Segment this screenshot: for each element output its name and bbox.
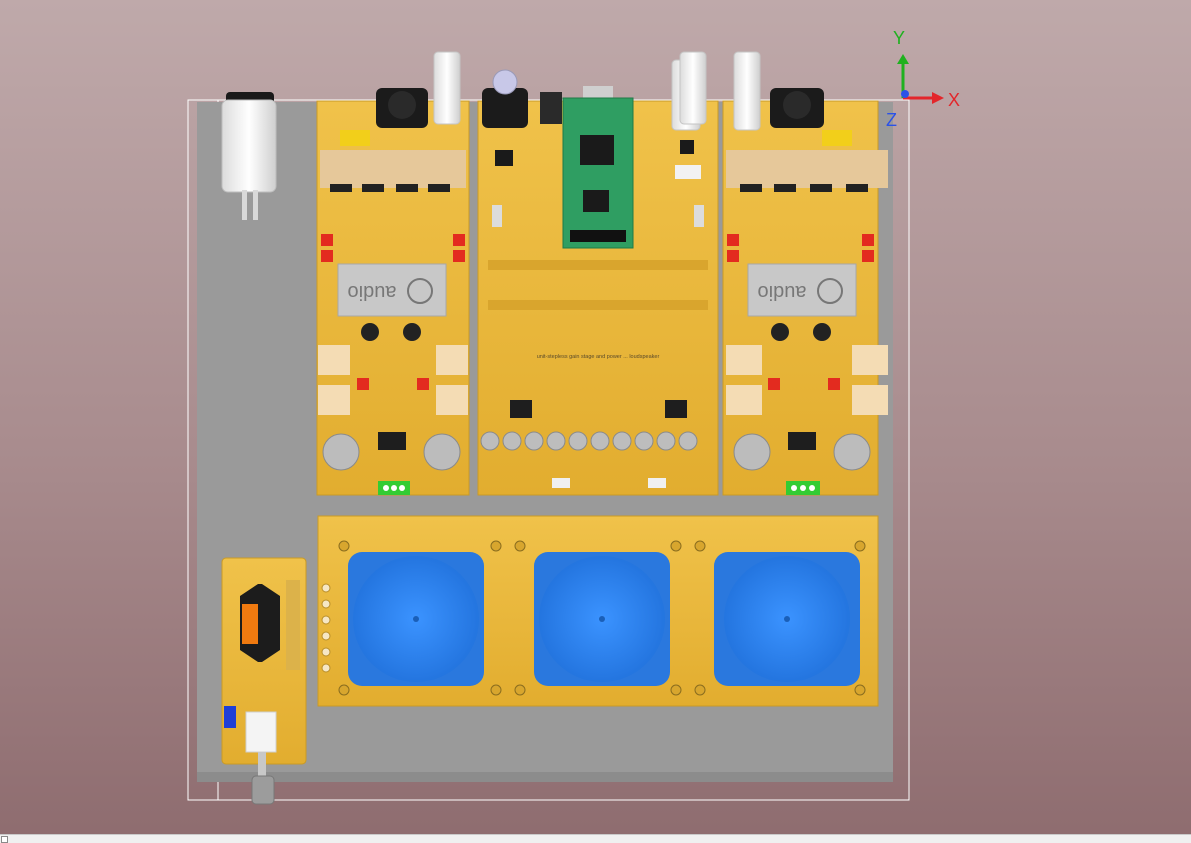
transformer-pad-column	[321, 583, 331, 673]
center-board-label: unit-stepless gain stage and power ... l…	[537, 354, 660, 360]
toroidal-transformer-2[interactable]	[534, 552, 670, 686]
logo-text-left: audio	[348, 281, 397, 303]
pcb-right-amp[interactable]: audio	[679, 51, 888, 496]
dsp-module[interactable]	[562, 97, 634, 249]
iec-inlet[interactable]	[221, 92, 277, 220]
axis-triad: Y X Z	[886, 28, 960, 130]
pcb-transformer-board[interactable]	[317, 515, 879, 707]
toroidal-transformer-1[interactable]	[348, 552, 484, 686]
mounting-holes	[338, 540, 866, 696]
chassis-shadow	[197, 772, 893, 782]
axis-label-x: X	[948, 90, 960, 110]
pcb-center-control[interactable]: unit-stepless gain stage and power ... l…	[477, 59, 719, 496]
logo-text-right: audio	[758, 281, 807, 303]
capacitor-row	[480, 431, 698, 451]
pcb-power-entry[interactable]	[221, 557, 307, 805]
axis-label-z: Z	[886, 110, 897, 130]
pcb-left-amp[interactable]: audio	[316, 51, 470, 496]
axis-label-y: Y	[893, 28, 905, 48]
toroidal-transformer-3[interactable]	[714, 552, 860, 686]
